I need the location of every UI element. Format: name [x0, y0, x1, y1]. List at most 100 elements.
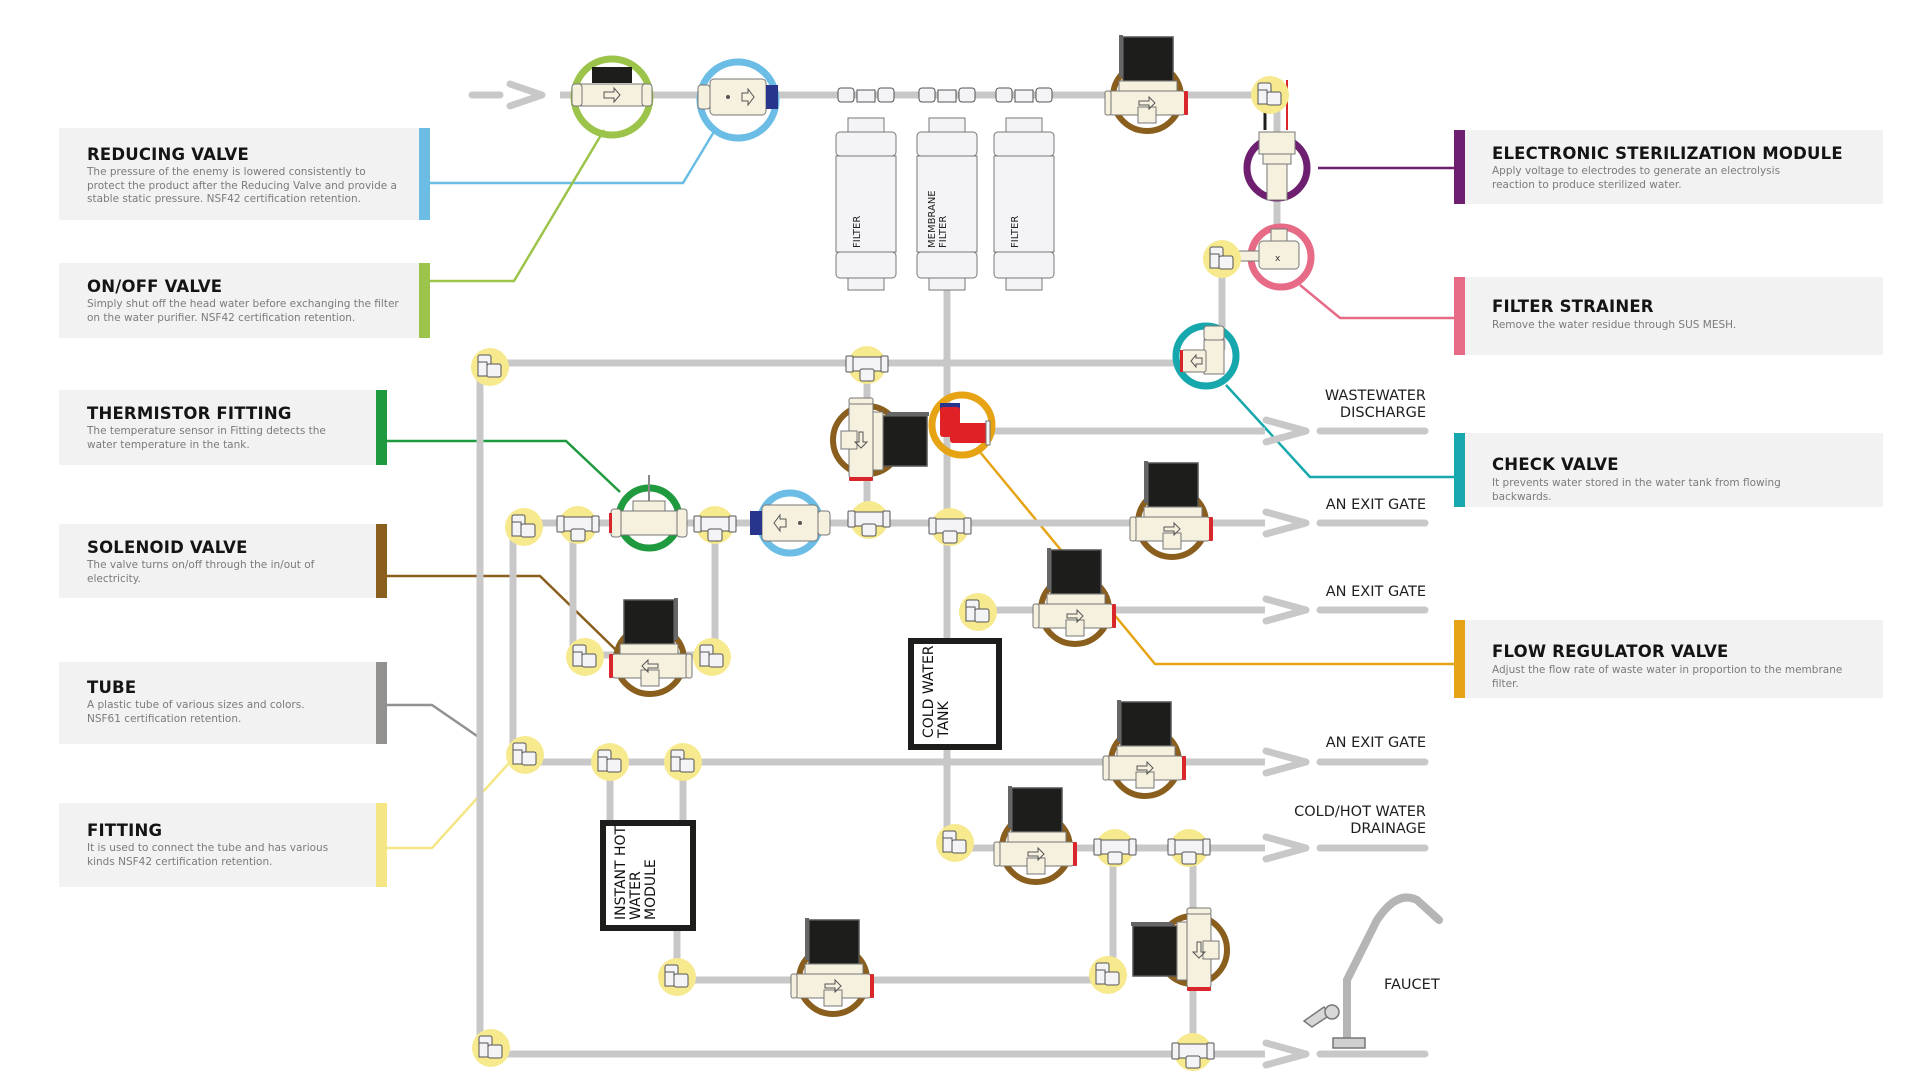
fitting-tee — [1171, 1033, 1215, 1071]
fitting-elbow — [658, 958, 696, 996]
label-description: The pressure of the enemy is lowered con… — [87, 166, 397, 205]
solenoid-valve-gate2 — [1032, 547, 1117, 647]
fitting-tee — [693, 506, 737, 544]
gate3-arrow-icon — [1262, 747, 1310, 777]
leader-check-valve — [1225, 384, 1454, 479]
filter-label-1: FILTER — [852, 215, 863, 248]
output-exit-gate-3: AN EXIT GATE — [1325, 735, 1426, 751]
output-faucet: FAUCET — [1384, 977, 1440, 993]
label-title: FILTER STRAINER — [1492, 297, 1654, 316]
leader-filter-strainer — [1299, 284, 1454, 320]
filter-strainer-color-bar — [1454, 277, 1465, 355]
reducing-valve-top — [697, 78, 778, 116]
label-electronic-sterilization-module: ELECTRONIC STERILIZATION MODULE Apply vo… — [1454, 130, 1883, 204]
flow-regulator-color-bar — [1454, 620, 1465, 698]
label-flow-regulator-valve: FLOW REGULATOR VALVE Adjust the flow rat… — [1454, 620, 1883, 698]
fitting-tee — [928, 508, 972, 546]
cold-water-tank-label: COLD WATER TANK — [921, 645, 952, 738]
gate2-arrow-icon — [1262, 595, 1310, 625]
wastewater-arrow-icon — [1262, 416, 1310, 446]
leader-reducing-valve — [430, 129, 717, 185]
fitting-elbow — [471, 348, 509, 386]
label-check-valve: CHECK VALVE It prevents water stored in … — [1454, 433, 1883, 507]
fitting-elbow — [1089, 956, 1127, 994]
label-title: THERMISTOR FITTING — [87, 404, 292, 423]
label-on-off-valve: ON/OFF VALVE Simply shut off the head wa… — [59, 263, 430, 338]
fitting-elbow — [566, 638, 604, 676]
filter-cartridge-1 — [835, 87, 897, 291]
fitting-elbow — [664, 743, 702, 781]
fitting-tee — [1093, 829, 1137, 867]
solenoid-color-bar — [376, 524, 387, 598]
gate1-arrow-icon — [1262, 508, 1310, 538]
output-cold-hot-drainage: COLD/HOT WATER DRAINAGE — [1294, 804, 1426, 837]
flow-regulator-valve — [940, 403, 991, 446]
label-fitting: FITTING It is used to connect the tube a… — [59, 803, 387, 887]
fitting-elbow — [506, 736, 544, 774]
label-tube: TUBE A plastic tube of various sizes and… — [59, 662, 387, 744]
fitting-elbow — [1251, 76, 1289, 114]
filter-cartridge-3 — [993, 87, 1055, 291]
filter-label-3: FILTER — [1010, 215, 1021, 248]
fitting-color-bar — [376, 803, 387, 887]
electronic-sterilization-module — [1258, 80, 1296, 201]
solenoid-valve-gate1 — [1129, 460, 1214, 560]
fitting-tee — [1167, 829, 1211, 867]
output-exit-gate-1: AN EXIT GATE — [1325, 497, 1426, 513]
cold-water-tank — [908, 638, 1002, 750]
output-exit-gate-2: AN EXIT GATE — [1325, 584, 1426, 600]
thermistor-fitting — [609, 475, 688, 538]
solenoid-valve-drainage — [993, 785, 1078, 885]
label-solenoid-valve: SOLENOID VALVE The valve turns on/off th… — [59, 524, 387, 598]
label-description: It is used to connect the tube and has v… — [87, 842, 329, 868]
drain-arrow-icon — [1262, 833, 1310, 863]
label-description: The temperature sensor in Fitting detect… — [87, 425, 326, 451]
fitting-elbow — [1203, 240, 1241, 278]
leader-fitting — [387, 761, 511, 850]
label-title: TUBE — [87, 678, 137, 697]
svg-text:x: x — [1275, 254, 1281, 264]
fitting-tee — [845, 346, 889, 384]
label-description: Apply voltage to electrodes to generate … — [1492, 165, 1781, 191]
leader-tube — [387, 703, 481, 740]
fitting-elbow — [693, 638, 731, 676]
reducing-valve-color-bar — [419, 128, 430, 220]
fitting-elbow — [505, 508, 543, 546]
output-wastewater-discharge: WASTEWATER DISCHARGE — [1324, 388, 1426, 421]
solenoid-valve-vertical — [1130, 907, 1230, 992]
on-off-valve — [571, 67, 653, 107]
label-title: FLOW REGULATOR VALVE — [1492, 642, 1729, 661]
instant-hot-water-module — [600, 820, 696, 931]
flow-regulator-ring — [928, 391, 996, 459]
flow-arrows — [506, 80, 1310, 1069]
label-title: CHECK VALVE — [1492, 455, 1619, 474]
faucet-icon — [1302, 893, 1443, 1049]
leader-solenoid — [387, 574, 617, 651]
solenoid-valve-upper-mid — [830, 397, 930, 482]
reducing-valve-mid — [750, 504, 831, 542]
filter-cartridges — [835, 87, 1055, 291]
label-description: Remove the water residue through SUS MES… — [1492, 319, 1737, 331]
fitting-elbow — [472, 1029, 510, 1067]
fitting-tee — [847, 501, 891, 539]
inlet-arrow-icon — [506, 80, 546, 110]
thermistor-color-bar — [376, 390, 387, 465]
label-title: FITTING — [87, 821, 163, 840]
label-thermistor-fitting: THERMISTOR FITTING The temperature senso… — [59, 390, 387, 465]
filter-label-2: MEMBRANE FILTER — [927, 190, 949, 248]
check-valve — [1180, 325, 1225, 375]
label-description: Simply shut off the head water before ex… — [87, 298, 399, 324]
on-off-valve-color-bar — [419, 263, 430, 338]
pipes — [468, 91, 1429, 1058]
label-title: SOLENOID VALVE — [87, 538, 248, 557]
faucet-arrow-icon — [1262, 1039, 1310, 1069]
solenoid-valve-top — [1104, 34, 1189, 134]
label-description: A plastic tube of various sizes and colo… — [87, 699, 305, 725]
solenoid-valve-gate3 — [1102, 699, 1187, 799]
leader-thermistor — [387, 439, 621, 493]
esm-color-bar — [1454, 130, 1465, 204]
solenoid-valve-hot — [790, 917, 875, 1017]
label-title: ELECTRONIC STERILIZATION MODULE — [1492, 144, 1843, 163]
fitting-elbow — [959, 593, 997, 631]
